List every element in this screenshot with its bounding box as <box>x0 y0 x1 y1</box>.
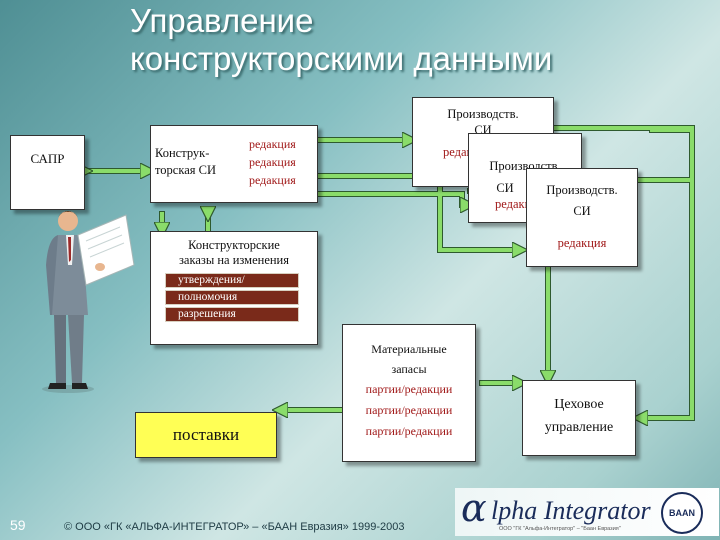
alpha-integrator-logo: α lpha Integrator BAAN ООО "ГК "Альфа-Ин… <box>455 486 719 536</box>
change-orders-title: Конструкторские заказы на изменения <box>151 238 317 268</box>
prod-si-sub: СИ <box>496 181 514 195</box>
prod-si-title: Производств. <box>546 183 618 197</box>
baan-badge-label: BAAN <box>669 508 695 518</box>
approvals-item: утверждения/ <box>165 273 299 288</box>
design-si-revision: редакция <box>249 137 296 151</box>
material-rows: партии/редакции партии/редакции партии/р… <box>343 379 475 442</box>
design-si-box: Конструк- торская СИ редакция редакция р… <box>150 125 318 203</box>
material-row: партии/редакции <box>365 382 453 396</box>
design-si-revision: редакция <box>249 155 296 169</box>
material-row: партии/редакции <box>365 403 453 417</box>
baan-badge: BAAN <box>661 492 703 534</box>
businessman-illustration <box>42 211 135 393</box>
shop-line2: управление <box>544 420 614 435</box>
alpha-symbol: α <box>461 486 487 530</box>
material-row: партии/редакции <box>365 424 453 438</box>
shop-floor-box: Цеховое управление <box>522 380 636 456</box>
change-orders-box: Конструкторские заказы на изменения утве… <box>150 231 318 345</box>
title-line2: конструкторскими данными <box>130 40 553 77</box>
change-orders-line2: заказы на изменения <box>178 253 290 267</box>
design-si-revisions: редакция редакция редакция <box>249 135 296 189</box>
change-orders-list: утверждения/ полномочия разрешения <box>165 273 299 322</box>
page-number: 59 <box>10 517 26 533</box>
material-line2: запасы <box>391 362 427 376</box>
logo-tagline: ООО "ГК "Альфа-Интегратор" – "Баан Евраз… <box>499 526 621 532</box>
design-si-line1: Конструк- <box>155 146 210 160</box>
design-si-line2: торская СИ <box>155 163 217 177</box>
material-stocks-box: Материальные запасы партии/редакции парт… <box>342 324 476 462</box>
sapr-box: САПР <box>10 135 85 210</box>
prod-si-sub: СИ <box>573 204 591 218</box>
authorities-item: полномочия <box>165 290 299 305</box>
title-line1: Управление <box>130 2 314 39</box>
permissions-item: разрешения <box>165 307 299 322</box>
change-orders-line1: Конструкторские <box>188 238 280 252</box>
page-title: Управление конструкторскими данными <box>130 2 552 78</box>
logo-text: lpha Integrator <box>491 496 651 525</box>
supplies-label: поставки <box>172 425 240 444</box>
material-line1: Материальные <box>371 342 447 356</box>
shop-line1: Цеховое <box>554 397 604 412</box>
prod-si-revision: редакция <box>557 236 607 250</box>
copyright-text: © ООО «ГК «АЛЬФА-ИНТЕГРАТОР» – «БААН Евр… <box>64 521 405 533</box>
prod-si-card-3: Производств. СИ редакция <box>526 168 638 267</box>
design-si-revision: редакция <box>249 173 296 187</box>
material-title: Материальные запасы <box>343 339 475 379</box>
prod-si-title: Производств. <box>447 107 519 121</box>
sapr-label: САПР <box>30 151 65 166</box>
supplies-box: поставки <box>135 412 277 458</box>
design-si-label: Конструк- торская СИ <box>155 145 216 179</box>
